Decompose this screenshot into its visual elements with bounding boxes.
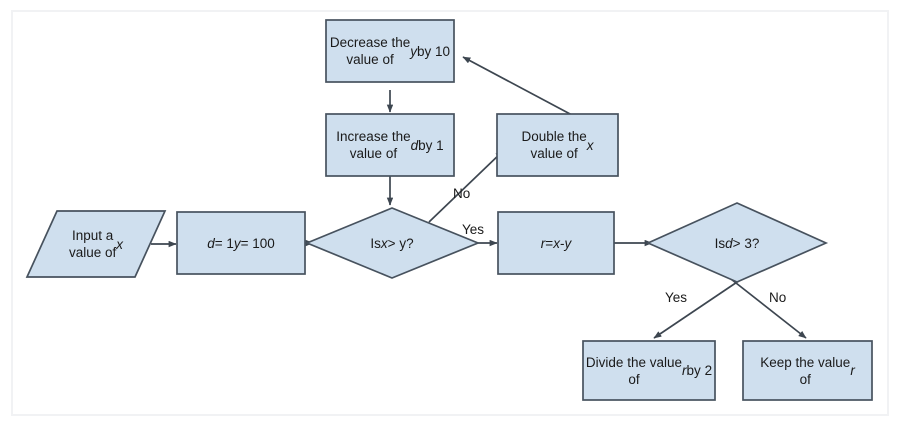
node-shape-increase-d[interactable] [325,113,455,177]
edge-label-decision2-no: No [769,290,787,305]
node-shape-double-x[interactable] [496,113,619,177]
edge-double-x-to-decrease-y [462,56,573,116]
node-shape-decision-x-gt-y[interactable] [304,207,481,279]
edge-label-decision2-yes: Yes [665,290,688,305]
node-shape-decision-d-gt-3[interactable] [645,202,829,283]
node-shape-keep-r[interactable] [742,340,873,401]
node-shape-decrease-y[interactable] [325,19,455,83]
node-shape-input-x[interactable] [25,210,167,278]
node-shape-divide-r[interactable] [582,340,716,401]
node-shape-init-values[interactable] [176,211,306,275]
connector-group [151,56,807,339]
node-shape-assign-r[interactable] [497,211,615,275]
edge-decision2-no-to-keep-r [721,271,807,339]
edge-decision1-no-to-double-x [428,150,504,223]
edge-label-decision1-no: No [453,186,471,201]
edge-label-decision1-yes: Yes [462,222,485,237]
